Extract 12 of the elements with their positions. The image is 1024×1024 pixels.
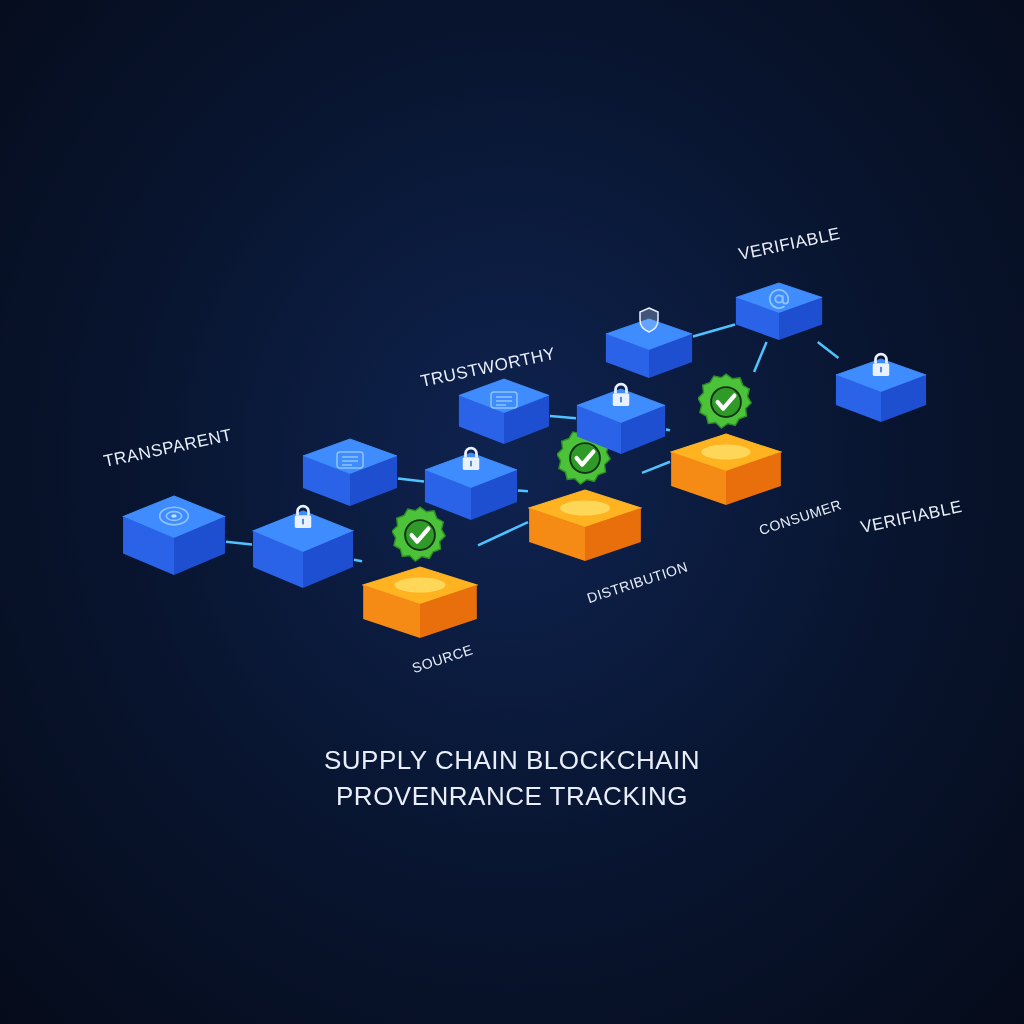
chain-link — [665, 428, 671, 432]
chain-link — [692, 323, 736, 338]
chain-link — [549, 414, 577, 420]
chain-link — [517, 489, 529, 493]
chain-link — [752, 341, 768, 373]
chain-link — [477, 520, 529, 547]
title: SUPPLY CHAIN BLOCKCHAIN PROVENRANCE TRACKING — [322, 744, 702, 813]
chain-link — [353, 558, 363, 563]
chain-link — [816, 341, 840, 359]
chain-link — [225, 540, 253, 546]
chain-link — [641, 460, 671, 475]
chain-link — [397, 477, 425, 483]
